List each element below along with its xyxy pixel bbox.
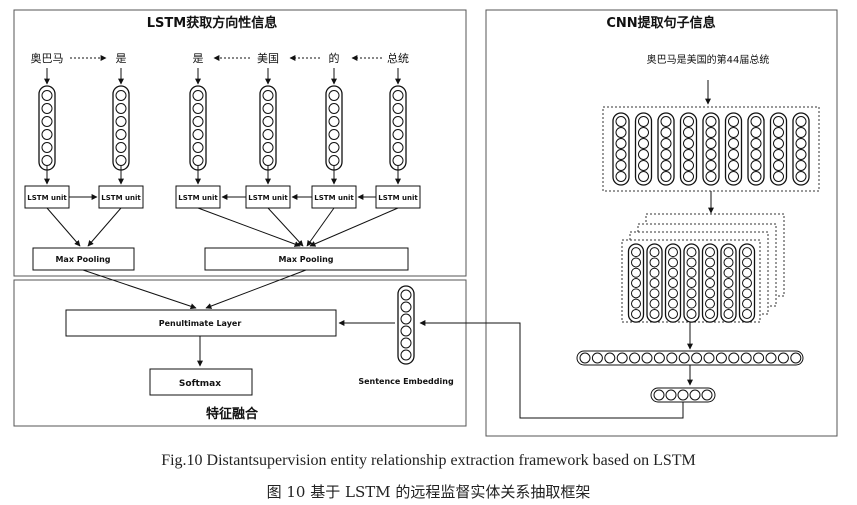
penultimate-layer-label: Penultimate Layer <box>159 319 242 328</box>
cnn-feature-maps <box>621 213 785 323</box>
word-embedding-columns <box>38 85 407 171</box>
fusion-panel <box>13 279 467 427</box>
cnn-input-column <box>702 112 720 186</box>
lstm-unit-label: LSTM unit <box>178 194 218 202</box>
pooled-unit <box>678 352 690 364</box>
caption-chinese: 图 10 基于 LSTM 的远程监督实体关系抽取框架 <box>266 483 591 501</box>
word-embedding-column <box>189 85 207 171</box>
cnn-panel-title: CNN提取句子信息 <box>606 15 715 31</box>
output-unit <box>665 389 677 401</box>
pooled-unit <box>728 352 740 364</box>
cnn-input-column <box>747 112 765 186</box>
pooled-unit <box>591 352 603 364</box>
cnn-input-column <box>792 112 810 186</box>
lstm-unit-label: LSTM unit <box>248 194 288 202</box>
cnn-input-sentence: 奥巴马是美国的第44届总统 <box>647 53 770 66</box>
pooled-unit <box>691 352 703 364</box>
lstm-unit-label: LSTM unit <box>27 194 67 202</box>
cnn-input-columns <box>612 112 810 186</box>
word-embedding-column <box>389 85 407 171</box>
pooled-unit <box>740 352 752 364</box>
softmax-box <box>149 368 253 396</box>
cnn-to-embedding-arrow <box>419 320 684 419</box>
pooled-unit <box>715 352 727 364</box>
pooled-unit <box>641 352 653 364</box>
feature-map-column <box>627 243 645 323</box>
pooled-unit <box>579 352 591 364</box>
lstm-units: LSTM unit LSTM unit LSTM unit LSTM unit … <box>24 185 421 209</box>
word-3: 美国 <box>257 52 279 65</box>
max-pooling-left-label: Max Pooling <box>55 255 110 264</box>
feature-map-column <box>701 243 719 323</box>
pooled-unit <box>604 352 616 364</box>
pooled-unit <box>629 352 641 364</box>
cnn-input-column <box>769 112 788 186</box>
pooled-unit <box>765 352 777 364</box>
cnn-panel <box>485 9 838 437</box>
output-unit <box>701 389 713 401</box>
cnn-output-units <box>653 389 713 401</box>
output-unit <box>677 389 689 401</box>
softmax-label: Softmax <box>179 379 221 389</box>
feature-map-column <box>683 243 700 323</box>
output-unit <box>653 389 665 401</box>
word-0: 奥巴马 <box>31 51 64 65</box>
feature-map-column <box>738 243 756 323</box>
output-unit <box>689 389 701 401</box>
pooled-unit <box>653 352 665 364</box>
sentence-embedding-vector <box>397 285 415 365</box>
lstm-panel <box>13 9 467 277</box>
pooled-unit <box>703 352 715 364</box>
cnn-input-column <box>679 112 698 186</box>
lstm-unit-label: LSTM unit <box>101 194 141 202</box>
lstm-unit-label: LSTM unit <box>378 194 418 202</box>
max-pooling-right <box>204 247 409 271</box>
lstm-unit-label: LSTM unit <box>314 194 354 202</box>
word-embedding-column <box>325 85 343 171</box>
max-pooling-right-label: Max Pooling <box>278 255 333 264</box>
fusion-panel-title: 特征融合 <box>206 406 259 422</box>
cnn-input-column <box>634 112 653 186</box>
feature-map-column <box>646 243 663 323</box>
pooled-unit <box>666 352 678 364</box>
cnn-input-column <box>657 112 675 186</box>
sentence-embedding-label: Sentence Embedding <box>358 377 454 386</box>
word-embedding-column <box>38 85 56 171</box>
word-4: 的 <box>329 51 340 65</box>
framework-diagram: LSTM获取方向性信息 CNN提取句子信息 特征融合 奥巴马 是 是 美国 的 … <box>13 9 838 437</box>
caption-english: Fig.10 Distantsupervision entity relatio… <box>161 452 696 469</box>
word-1: 是 <box>116 52 127 65</box>
cnn-input-column <box>724 112 743 186</box>
word-2: 是 <box>193 52 204 65</box>
word-embedding-column <box>259 85 277 171</box>
pooled-unit <box>777 352 789 364</box>
pooled-unit <box>790 352 802 364</box>
penultimate-layer <box>65 309 337 337</box>
cnn-input-column <box>612 112 630 186</box>
word-5: 总统 <box>387 51 409 65</box>
lstm-panel-title: LSTM获取方向性信息 <box>147 15 277 31</box>
sentence-embedding-column <box>397 285 415 365</box>
pooled-unit <box>616 352 628 364</box>
feature-map-column <box>664 243 682 323</box>
feature-map-column <box>720 243 737 323</box>
pooled-unit <box>753 352 765 364</box>
word-embedding-column <box>112 85 130 171</box>
feature-map <box>621 239 761 323</box>
cnn-pooled-units <box>579 352 802 364</box>
